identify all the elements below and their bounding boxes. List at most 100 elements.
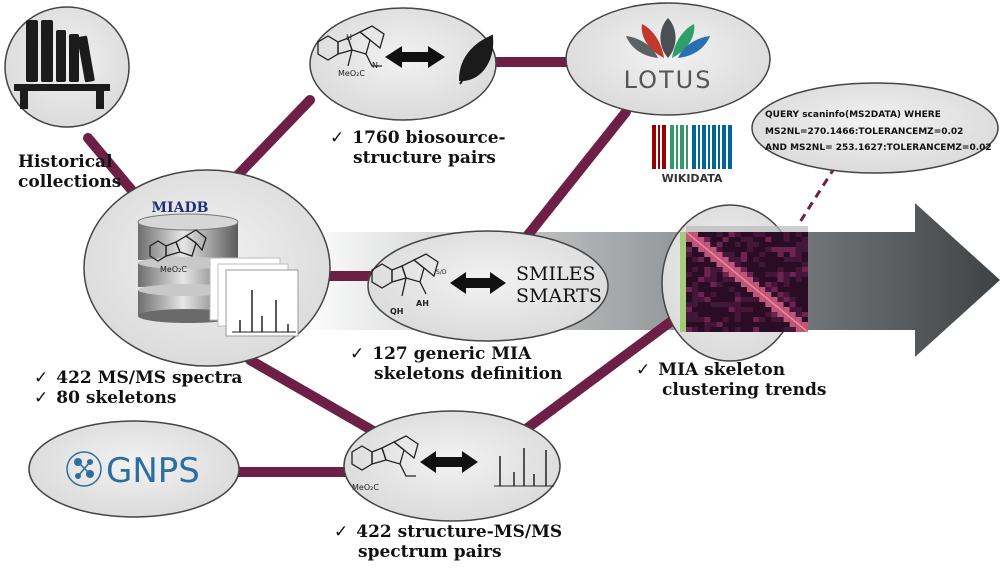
heatmap-cell bbox=[777, 272, 784, 277]
generic-line-2: skeletons definition bbox=[374, 364, 563, 385]
heatmap-cell bbox=[747, 322, 754, 327]
heatmap-cell bbox=[710, 292, 717, 297]
heatmap-cell bbox=[728, 257, 735, 262]
heatmap-cell bbox=[795, 312, 802, 317]
spectrum-icon bbox=[209, 257, 299, 337]
heatmap-cell bbox=[801, 262, 808, 267]
heatmap-cell bbox=[716, 327, 723, 332]
heatmap-cell bbox=[771, 327, 778, 332]
heatmap-cell bbox=[753, 252, 760, 257]
heatmap-cell bbox=[789, 242, 796, 247]
heatmap-cell bbox=[795, 247, 802, 252]
heatmap-cell bbox=[710, 272, 717, 277]
heatmap-cell bbox=[740, 302, 747, 307]
check-icon: ✓ bbox=[34, 388, 49, 409]
heatmap-cell bbox=[789, 267, 796, 272]
molecule-icon bbox=[351, 435, 419, 477]
heatmap-cell bbox=[710, 307, 717, 312]
heatmap-cell bbox=[698, 262, 705, 267]
heatmap-cell bbox=[692, 232, 699, 237]
heatmap-cell bbox=[747, 257, 754, 262]
clustering-line-2: clustering trends bbox=[662, 380, 827, 401]
heatmap-cell bbox=[710, 282, 717, 287]
pairs-line-1: 422 structure-MS/MS bbox=[356, 522, 563, 542]
heatmap-cell bbox=[710, 262, 717, 267]
heatmap-cell bbox=[765, 287, 772, 292]
heatmap-cell bbox=[771, 267, 778, 272]
heatmap-cell bbox=[753, 292, 760, 297]
heatmap-cell bbox=[777, 292, 784, 297]
heatmap-cell bbox=[777, 257, 784, 262]
heatmap-cell bbox=[734, 292, 741, 297]
heatmap-cell bbox=[740, 262, 747, 267]
heatmap-cell bbox=[722, 242, 729, 247]
heatmap-cell bbox=[747, 297, 754, 302]
heatmap-cell bbox=[734, 257, 741, 262]
heatmap-cell bbox=[740, 282, 747, 287]
heatmap-cell bbox=[771, 317, 778, 322]
heatmap-cell bbox=[698, 247, 705, 252]
heatmap-cell bbox=[765, 312, 772, 317]
check-icon: ✓ bbox=[350, 344, 365, 364]
heatmap-cell bbox=[698, 272, 705, 277]
heatmap-cell bbox=[759, 247, 766, 252]
heatmap-cell bbox=[777, 282, 784, 287]
heatmap-cell bbox=[704, 277, 711, 282]
heatmap-cell bbox=[740, 257, 747, 262]
heatmap-cell bbox=[777, 242, 784, 247]
heatmap-cell bbox=[722, 292, 729, 297]
heatmap-cell bbox=[710, 242, 717, 247]
heatmap-cell bbox=[728, 302, 735, 307]
heatmap-cell bbox=[753, 307, 760, 312]
heatmap-cell bbox=[734, 267, 741, 272]
heatmap-cell bbox=[710, 297, 717, 302]
heatmap-cell bbox=[771, 297, 778, 302]
pairs-line-2: spectrum pairs bbox=[358, 542, 502, 563]
heatmap-cell bbox=[728, 262, 735, 267]
heatmap-cell bbox=[722, 327, 729, 332]
heatmap-cell bbox=[747, 267, 754, 272]
heatmap-cell bbox=[753, 277, 760, 282]
meo2c-label: MeO₂C bbox=[338, 69, 365, 78]
historical-collections-label: Historical collections bbox=[18, 152, 121, 192]
heatmap-cell bbox=[704, 312, 711, 317]
heatmap-cell bbox=[783, 322, 790, 327]
heatmap-cell bbox=[710, 312, 717, 317]
heatmap-cell bbox=[734, 297, 741, 302]
heatmap-cell bbox=[783, 292, 790, 297]
heatmap-cell bbox=[801, 297, 808, 302]
heatmap-cell bbox=[765, 242, 772, 247]
heatmap-cell bbox=[753, 322, 760, 327]
heatmap-cell bbox=[704, 262, 711, 267]
heatmap-cell bbox=[801, 272, 808, 277]
heatmap-cell bbox=[747, 252, 754, 257]
heatmap-cell bbox=[795, 302, 802, 307]
heatmap-cell bbox=[716, 282, 723, 287]
heatmap-cell bbox=[686, 247, 693, 252]
heatmap-cell bbox=[759, 267, 766, 272]
heatmap-cell bbox=[777, 322, 784, 327]
heatmap-cell bbox=[704, 317, 711, 322]
heatmap-cell bbox=[722, 317, 729, 322]
heatmap-cell bbox=[789, 307, 796, 312]
heatmap-cell bbox=[698, 257, 705, 262]
heatmap-cell bbox=[686, 277, 693, 282]
heatmap-cell bbox=[783, 242, 790, 247]
heatmap-cell bbox=[747, 287, 754, 292]
heatmap-cell bbox=[734, 247, 741, 252]
heatmap-cell bbox=[722, 312, 729, 317]
heatmap-cell bbox=[747, 232, 754, 237]
heatmap-cell bbox=[740, 247, 747, 252]
biosource-oval bbox=[309, 7, 497, 121]
molecule-icon bbox=[149, 229, 207, 262]
heatmap-cell bbox=[747, 262, 754, 267]
meo2c-label: MeO₂C bbox=[160, 265, 187, 274]
heatmap-cell bbox=[771, 262, 778, 267]
heatmap-cell bbox=[783, 237, 790, 242]
heatmap-cell bbox=[734, 282, 741, 287]
query-line-2: MS2NL=270.1466:TOLERANCEMZ=0.02 bbox=[765, 127, 963, 137]
heatmap-cell bbox=[698, 267, 705, 272]
heatmap-cell bbox=[728, 242, 735, 247]
heatmap-cell bbox=[765, 252, 772, 257]
heatmap-cell bbox=[692, 297, 699, 302]
